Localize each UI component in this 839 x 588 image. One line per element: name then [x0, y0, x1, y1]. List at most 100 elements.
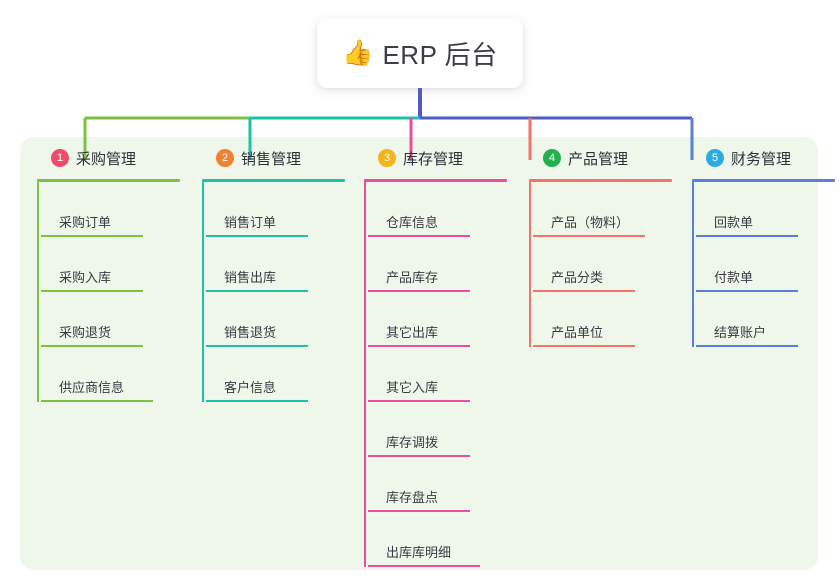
list-item-rule	[696, 290, 798, 292]
list-item-rule	[533, 345, 635, 347]
page-title: ERP 后台	[382, 39, 498, 70]
branch-title-1: 采购管理	[76, 150, 137, 168]
list-item-label: 销售出库	[224, 270, 277, 285]
list-item-label: 结算账户	[714, 325, 767, 340]
list-item-label: 库存调拨	[386, 435, 439, 450]
branch-header-1[interactable]: 1 采购管理	[33, 146, 193, 170]
list-item[interactable]: 产品（物料）	[529, 182, 685, 237]
list-item-label: 付款单	[714, 270, 754, 285]
list-item-rule	[533, 235, 645, 237]
list-item-rule	[696, 345, 798, 347]
branch-header-3[interactable]: 3 库存管理	[360, 146, 520, 170]
branch-title-3: 库存管理	[403, 150, 464, 168]
list-item[interactable]: 出库库明细	[364, 512, 520, 567]
root-node-title-card: 👍 ERP 后台	[317, 18, 523, 88]
branch-column-2: 2 销售管理销售订单销售出库销售退货客户信息	[198, 146, 358, 402]
list-item[interactable]: 付款单	[692, 237, 839, 292]
thumbs-up-icon: 👍	[342, 38, 374, 67]
list-item-rule	[368, 235, 470, 237]
list-item-label: 产品库存	[386, 270, 439, 285]
branch-item-list-4: 产品（物料） 产品分类产品单位	[525, 182, 685, 347]
list-item-label: 回款单	[714, 215, 754, 230]
list-item-label: 销售退货	[224, 325, 277, 340]
branch-column-1: 1 采购管理采购订单采购入库采购退货供应商信息	[33, 146, 193, 402]
list-item[interactable]: 库存调拨	[364, 402, 520, 457]
branch-badge-1: 1	[51, 149, 69, 167]
branch-header-rule-4	[529, 179, 672, 182]
branch-item-list-2: 销售订单销售出库销售退货客户信息	[198, 182, 358, 402]
branch-title-5: 财务管理	[731, 150, 792, 168]
list-item-rule	[41, 400, 153, 402]
branch-item-list-1: 采购订单采购入库采购退货供应商信息	[33, 182, 193, 402]
branch-column-3: 3 库存管理仓库信息产品库存其它出库其它入库库存调拨库存盘点出库库明细	[360, 146, 520, 567]
list-item-label: 产品分类	[551, 270, 604, 285]
branch-column-5: 5 财务管理回款单付款单结算账户	[688, 146, 839, 347]
list-item[interactable]: 采购退货	[37, 292, 193, 347]
list-item-rule	[368, 400, 470, 402]
list-item-label: 采购退货	[59, 325, 112, 340]
diagram-background-panel	[20, 137, 818, 570]
list-item-rule	[206, 235, 308, 237]
branch-column-4: 4 产品管理产品（物料） 产品分类产品单位	[525, 146, 685, 347]
branch-spine-1	[37, 182, 39, 402]
branch-header-rule-5	[692, 179, 835, 182]
branch-header-rule-3	[364, 179, 507, 182]
list-item-rule	[368, 290, 470, 292]
list-item[interactable]: 销售订单	[202, 182, 358, 237]
list-item-label: 其它入库	[386, 380, 439, 395]
list-item-rule	[206, 345, 308, 347]
list-item-label: 出库库明细	[386, 545, 452, 560]
branch-header-rule-2	[202, 179, 345, 182]
list-item[interactable]: 供应商信息	[37, 347, 193, 402]
list-item-label: 采购订单	[59, 215, 112, 230]
branch-title-2: 销售管理	[241, 150, 302, 168]
list-item-rule	[41, 290, 143, 292]
list-item-label: 供应商信息	[59, 380, 125, 395]
branch-badge-2: 2	[216, 149, 234, 167]
list-item[interactable]: 仓库信息	[364, 182, 520, 237]
branch-badge-4: 4	[543, 149, 561, 167]
list-item-label: 采购入库	[59, 270, 112, 285]
list-item-rule	[41, 235, 143, 237]
list-item[interactable]: 其它入库	[364, 347, 520, 402]
list-item[interactable]: 结算账户	[692, 292, 839, 347]
list-item-rule	[206, 400, 308, 402]
branch-item-list-3: 仓库信息产品库存其它出库其它入库库存调拨库存盘点出库库明细	[360, 182, 520, 567]
list-item-label: 仓库信息	[386, 215, 439, 230]
list-item-label: 产品（物料）	[551, 215, 630, 230]
list-item-rule	[368, 510, 470, 512]
branch-spine-4	[529, 182, 531, 347]
list-item-rule	[368, 565, 480, 567]
branch-title-4: 产品管理	[568, 150, 629, 168]
list-item[interactable]: 其它出库	[364, 292, 520, 347]
branch-header-5[interactable]: 5 财务管理	[688, 146, 839, 170]
branch-spine-5	[692, 182, 694, 347]
list-item[interactable]: 客户信息	[202, 347, 358, 402]
list-item[interactable]: 采购订单	[37, 182, 193, 237]
list-item-label: 库存盘点	[386, 490, 439, 505]
list-item-rule	[206, 290, 308, 292]
branch-badge-3: 3	[378, 149, 396, 167]
branch-spine-3	[364, 182, 366, 567]
list-item[interactable]: 产品分类	[529, 237, 685, 292]
list-item-label: 客户信息	[224, 380, 277, 395]
list-item[interactable]: 采购入库	[37, 237, 193, 292]
list-item-label: 产品单位	[551, 325, 604, 340]
list-item[interactable]: 回款单	[692, 182, 839, 237]
list-item-rule	[368, 455, 470, 457]
list-item[interactable]: 产品单位	[529, 292, 685, 347]
list-item[interactable]: 库存盘点	[364, 457, 520, 512]
list-item[interactable]: 销售退货	[202, 292, 358, 347]
list-item-rule	[696, 235, 798, 237]
branch-badge-5: 5	[706, 149, 724, 167]
branch-spine-2	[202, 182, 204, 402]
list-item[interactable]: 销售出库	[202, 237, 358, 292]
branch-header-4[interactable]: 4 产品管理	[525, 146, 685, 170]
branch-header-2[interactable]: 2 销售管理	[198, 146, 358, 170]
list-item-rule	[41, 345, 143, 347]
branch-item-list-5: 回款单付款单结算账户	[688, 182, 839, 347]
branch-header-rule-1	[37, 179, 180, 182]
list-item[interactable]: 产品库存	[364, 237, 520, 292]
list-item-label: 其它出库	[386, 325, 439, 340]
